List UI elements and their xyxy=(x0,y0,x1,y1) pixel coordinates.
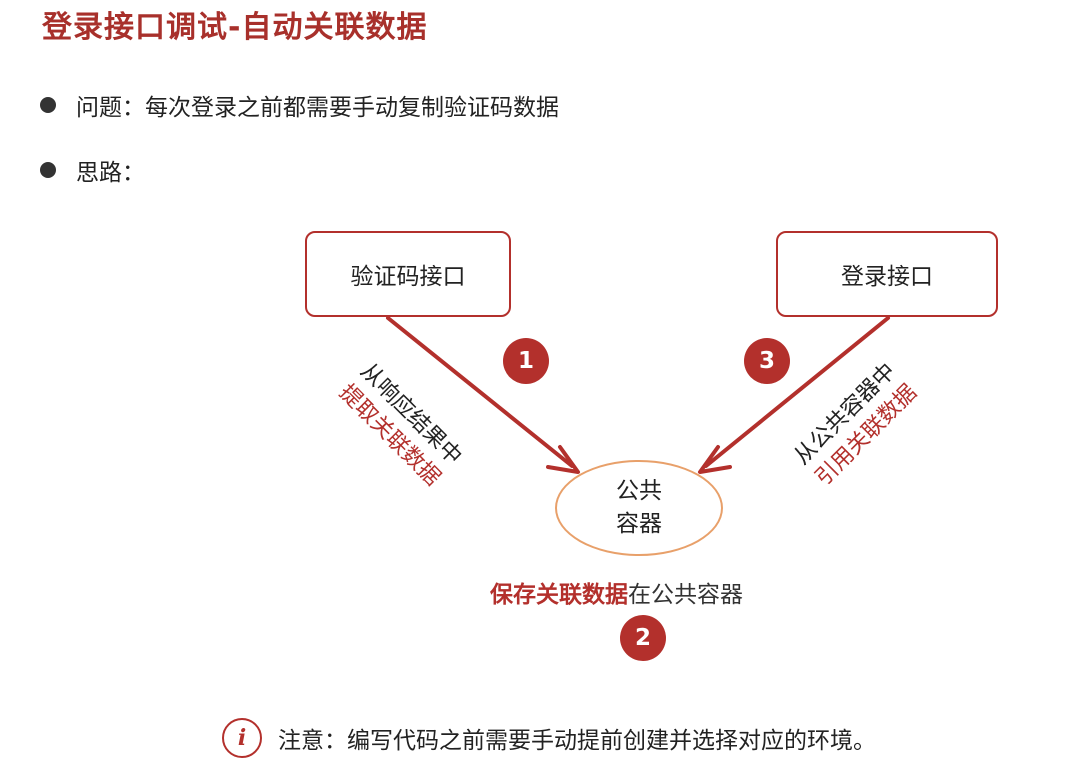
save-caption: 保存关联数据在公共容器 xyxy=(490,575,743,609)
login-api-label: 登录接口 xyxy=(841,264,933,290)
save-caption-rest: 在公共容器 xyxy=(628,582,743,608)
bullet-problem: 问题：每次登录之前都需要手动复制验证码数据 xyxy=(40,88,559,122)
public-container-ellipse: 公共 容器 xyxy=(555,460,723,556)
bullet-dot-icon xyxy=(40,162,56,178)
arrow-right-line xyxy=(704,316,890,468)
bullet-dot-icon xyxy=(40,97,56,113)
captcha-api-box: 验证码接口 xyxy=(305,231,511,317)
note-line: i 注意：编写代码之前需要手动提前创建并选择对应的环境。 xyxy=(222,718,876,758)
container-label-line1: 公共 xyxy=(616,477,662,504)
login-api-box: 登录接口 xyxy=(776,231,998,317)
arrow-left-line xyxy=(386,316,574,468)
page-title: 登录接口调试-自动关联数据 xyxy=(42,10,428,45)
save-caption-highlight: 保存关联数据 xyxy=(490,582,628,608)
container-label-line2: 容器 xyxy=(616,511,662,537)
arrow-left-head xyxy=(546,445,580,474)
captcha-api-label: 验证码接口 xyxy=(350,264,466,290)
step-2-badge: 2 xyxy=(620,615,666,661)
bullet-idea-text: 思路： xyxy=(76,160,145,186)
step-1-badge: 1 xyxy=(503,338,549,384)
step-3-badge: 3 xyxy=(744,338,790,384)
bullet-idea: 思路： xyxy=(40,153,145,187)
arrow-right-head xyxy=(698,445,732,474)
note-text: 注意：编写代码之前需要手动提前创建并选择对应的环境。 xyxy=(278,728,876,754)
bullet-problem-text: 问题：每次登录之前都需要手动复制验证码数据 xyxy=(76,95,559,121)
info-icon: i xyxy=(222,718,262,758)
